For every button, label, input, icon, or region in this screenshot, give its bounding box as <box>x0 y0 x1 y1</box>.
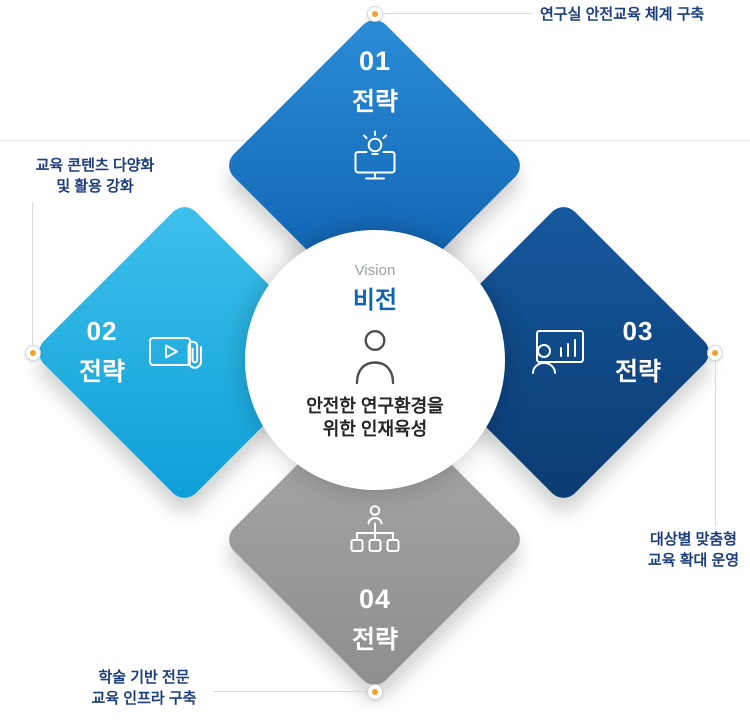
vision-message-line2: 위한 인재육성 <box>322 419 428 439</box>
person-icon <box>355 329 395 385</box>
callout-label-right: 대상별 맞춤형 교육 확대 운영 <box>637 529 750 571</box>
callout-right-line2: 교육 확대 운영 <box>647 552 740 569</box>
diamond-03-label: 전략 <box>614 358 661 386</box>
connector-dot-right <box>707 345 723 361</box>
callout-left-line2: 및 활용 강화 <box>56 178 134 195</box>
vision-circle: Vision 비전 안전한 연구환경을 위한 인재육성 <box>245 230 505 490</box>
diamond-01-label: 전략 <box>351 88 398 116</box>
callout-bottom-line2: 교육 인프라 구축 <box>91 690 197 707</box>
vision-label-en: Vision <box>354 262 396 279</box>
monitor-lightbulb-icon <box>354 130 396 180</box>
callout-right-line1: 대상별 맞춤형 <box>650 531 737 548</box>
connector-line-top <box>384 13 532 14</box>
connector-line-right <box>715 362 716 526</box>
diamond-04-label: 전략 <box>351 626 398 654</box>
vision-message: 안전한 연구환경을 위한 인재육성 <box>306 395 443 441</box>
connector-line-left <box>32 202 33 345</box>
callout-bottom-line1: 학술 기반 전문 <box>98 669 190 686</box>
vision-message-line1: 안전한 연구환경을 <box>306 396 444 416</box>
callout-label-bottom: 학술 기반 전문 교육 인프라 구축 <box>76 667 212 709</box>
vision-label-ko: 비전 <box>352 287 398 314</box>
diamond-01-number: 01 <box>358 46 392 76</box>
connector-dot-top <box>367 6 383 22</box>
diamond-02-text: 02 전략 <box>42 316 162 388</box>
video-paperclip-icon <box>149 337 202 369</box>
connector-line-bottom <box>213 691 367 692</box>
connector-dot-bottom <box>367 684 383 700</box>
callout-label-top: 연구실 안전교육 체계 구축 <box>540 6 705 23</box>
diamond-03-text: 03 전략 <box>578 316 698 388</box>
diamond-02-number: 02 <box>86 316 118 346</box>
callout-left-line1: 교육 콘텐츠 다양화 <box>35 157 155 174</box>
connector-dot-left <box>25 345 41 361</box>
diamond-03-number: 03 <box>622 316 654 346</box>
diamond-02-label: 전략 <box>78 358 125 386</box>
presentation-chart-icon <box>532 330 584 374</box>
diamond-04-number: 04 <box>358 584 392 614</box>
callout-label-left: 교육 콘텐츠 다양화 및 활용 강화 <box>14 155 176 197</box>
org-chart-icon <box>350 505 400 552</box>
